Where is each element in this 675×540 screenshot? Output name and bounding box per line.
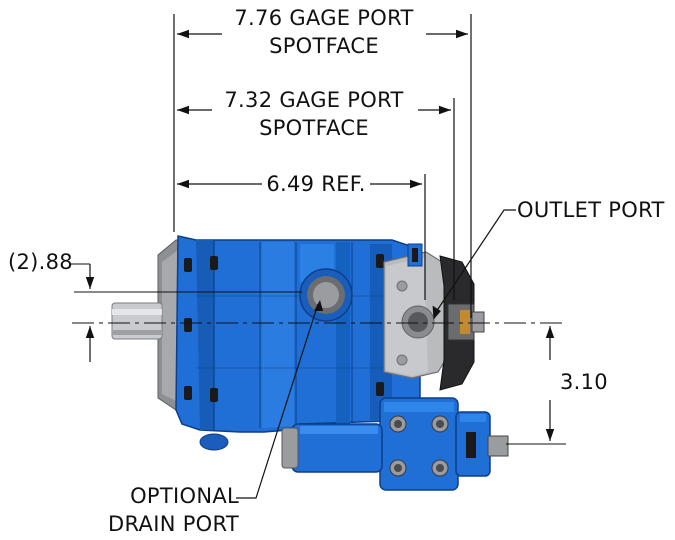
outlet-port xyxy=(401,305,435,339)
dim-732-label: SPOTFACE xyxy=(259,116,369,140)
dim-776-value: 7.76 GAGE PORT xyxy=(234,6,414,30)
dim-732-value: 7.32 GAGE PORT xyxy=(224,88,404,112)
leader-arrowheads xyxy=(314,300,441,320)
drain-port-callout-line1: OPTIONAL xyxy=(130,484,239,508)
outlet-port-callout: OUTLET PORT xyxy=(517,198,665,222)
drain-port xyxy=(299,268,353,322)
pump-body xyxy=(111,235,509,491)
dim-310: 3.10 xyxy=(560,370,608,394)
housing-bolts xyxy=(184,254,384,402)
drain-port-callout-line2: DRAIN PORT xyxy=(108,512,239,536)
valve-block xyxy=(281,397,509,491)
dim-shaft-offset: (2).88 xyxy=(8,250,73,274)
dim-649-ref: 6.49 REF. xyxy=(266,172,366,196)
dimension-lines xyxy=(70,14,566,499)
dim-776-label: SPOTFACE xyxy=(269,34,379,58)
